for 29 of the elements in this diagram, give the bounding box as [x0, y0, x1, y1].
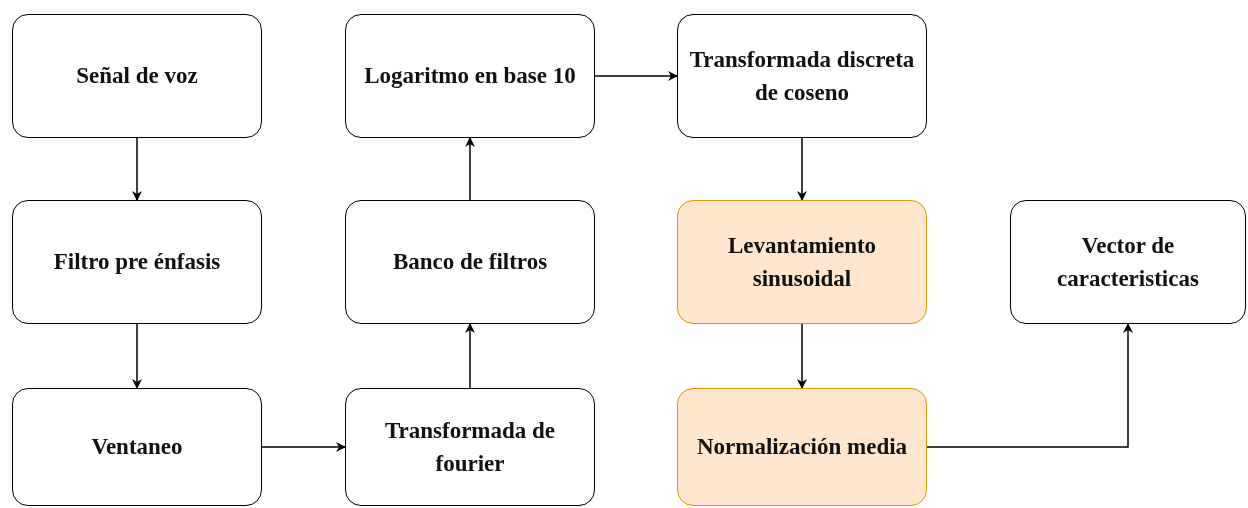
- box-label: Banco de filtros: [392, 248, 548, 277]
- box-label: Normalización media: [696, 433, 908, 462]
- process-box: [345, 388, 595, 506]
- process-box: [677, 200, 927, 324]
- process-box: [677, 14, 927, 138]
- process-box: [345, 14, 595, 138]
- arrow: [132, 137, 142, 201]
- arrow: [465, 323, 475, 389]
- process-box: [12, 14, 262, 138]
- process-box: [345, 200, 595, 324]
- arrow: [797, 323, 807, 389]
- box-label: Ventaneo: [91, 433, 183, 462]
- arrow: [132, 323, 142, 389]
- arrow: [926, 323, 1133, 448]
- box-label: Transformada discreta de coseno: [688, 45, 916, 107]
- arrow: [261, 442, 346, 452]
- process-box: [12, 200, 262, 324]
- arrow: [797, 137, 807, 201]
- box-label: Señal de voz: [76, 62, 198, 91]
- box-label: Vector de caracteristicas: [1056, 231, 1200, 293]
- arrow: [465, 137, 475, 201]
- process-box: [677, 388, 927, 506]
- process-box: [1010, 200, 1246, 324]
- arrow: [594, 71, 678, 81]
- box-label: Transformada de fourier: [383, 416, 557, 478]
- process-box: [12, 388, 262, 506]
- box-label: Filtro pre énfasis: [53, 248, 221, 277]
- box-label: Logaritmo en base 10: [364, 62, 576, 91]
- box-label: Levantamiento sinusoidal: [726, 231, 878, 293]
